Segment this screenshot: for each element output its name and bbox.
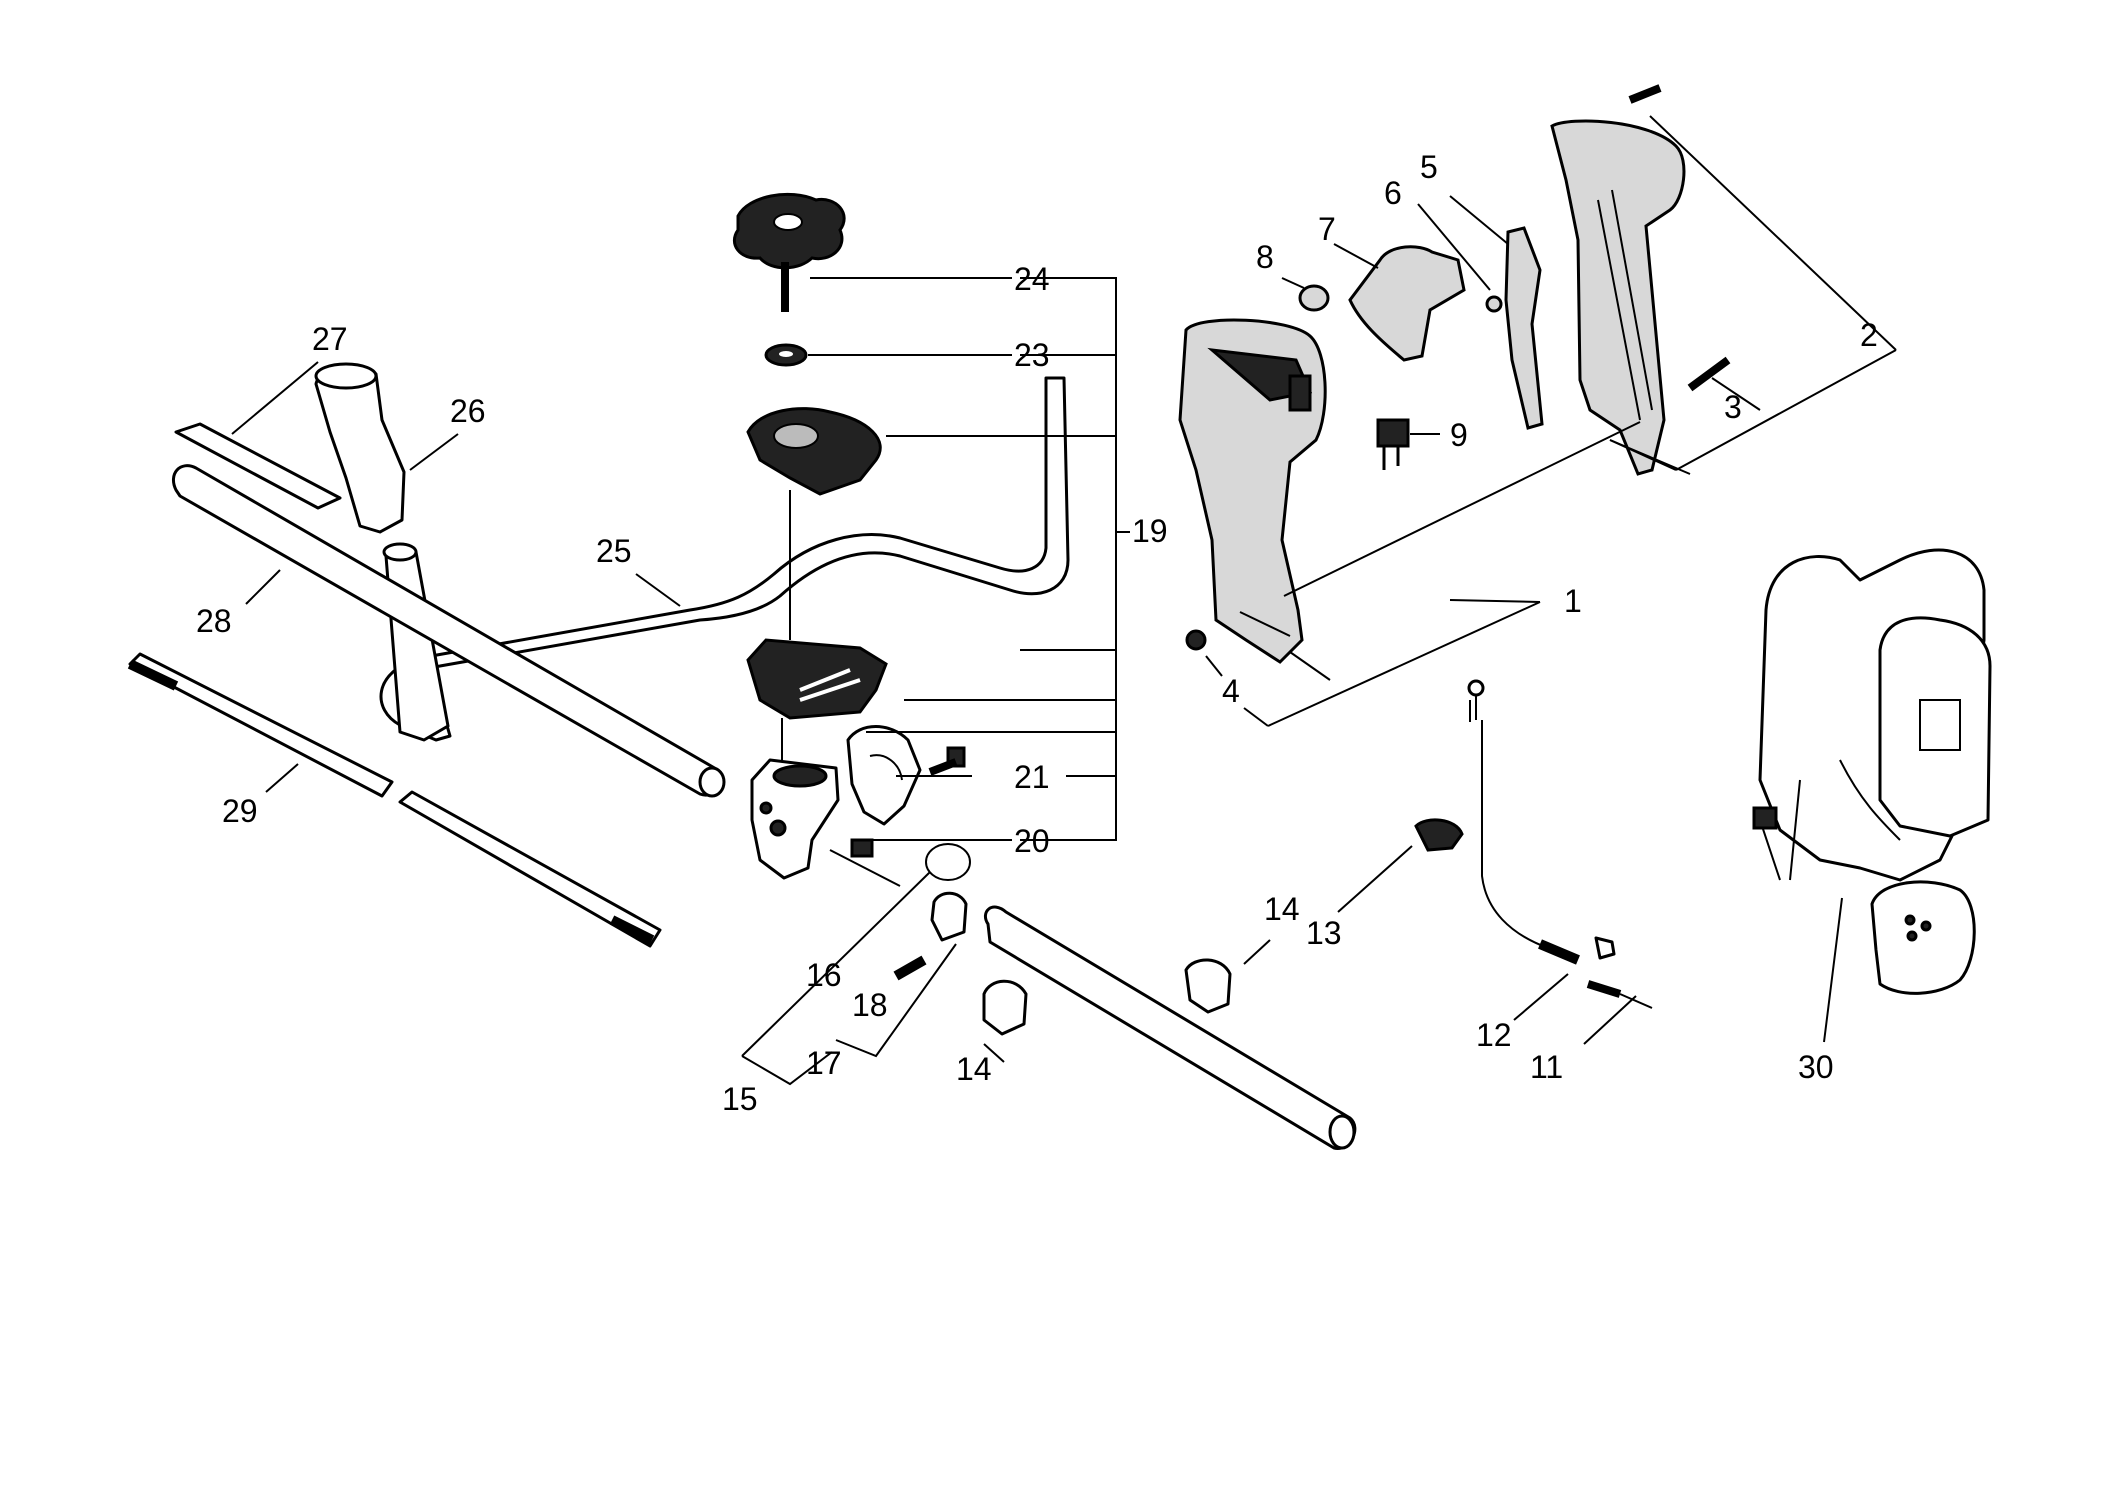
part-2-handle-half <box>1550 84 1686 476</box>
part-3-screw <box>1687 356 1731 392</box>
label-part-15: 15 <box>722 1081 758 1117</box>
label-part-8: 8 <box>1256 239 1274 275</box>
label-part-28: 28 <box>196 603 232 639</box>
part-24-knob <box>732 192 846 312</box>
part-27-strip <box>174 422 342 510</box>
part-5-lever <box>1504 226 1544 430</box>
part-13-clip <box>1414 818 1464 852</box>
label-part-4: 4 <box>1222 673 1240 709</box>
part-30-harness <box>1752 548 1992 995</box>
part-23-washer <box>764 343 808 367</box>
label-part-30: 30 <box>1798 1049 1834 1085</box>
label-part-2: 2 <box>1860 317 1878 353</box>
label-part-23: 23 <box>1014 337 1050 373</box>
part-20-nut <box>850 838 874 858</box>
part-1-handle-half <box>1178 318 1327 664</box>
label-part-9: 9 <box>1450 417 1468 453</box>
part-21-bolt <box>928 746 966 776</box>
label-part-11: 11 <box>1530 1049 1563 1085</box>
label-part-24: 24 <box>1014 261 1050 297</box>
label-part-3: 3 <box>1724 389 1742 425</box>
part-8-spring <box>1298 284 1330 312</box>
part-7-trigger <box>1348 245 1466 362</box>
part-upper-clamp <box>746 407 882 496</box>
part-12-cable <box>1467 679 1616 965</box>
part-11-inner-cable <box>1586 980 1653 1009</box>
part-lower-clamp <box>746 638 888 720</box>
label-part-7: 7 <box>1318 211 1336 247</box>
part-base-block <box>750 758 840 880</box>
label-part-14-upper: 14 <box>1264 891 1300 927</box>
part-14-clamp-lower <box>982 979 1028 1036</box>
label-part-19: 19 <box>1132 513 1168 549</box>
label-part-14-lower: 14 <box>956 1051 992 1087</box>
label-part-27: 27 <box>312 321 348 357</box>
part-9-switch <box>1376 418 1410 470</box>
label-part-21: 21 <box>1014 759 1050 795</box>
part-14-clamp-upper <box>1184 958 1232 1014</box>
label-part-29: 29 <box>222 793 258 829</box>
part-main-tube <box>983 905 1357 1150</box>
part-4-nut <box>1185 629 1207 651</box>
leader-lines <box>231 115 1897 1086</box>
label-part-13: 13 <box>1306 915 1342 951</box>
label-part-5: 5 <box>1420 149 1438 185</box>
label-part-25: 25 <box>596 533 632 569</box>
label-part-6: 6 <box>1384 175 1402 211</box>
label-part-1: 1 <box>1564 583 1582 619</box>
label-part-18: 18 <box>852 987 888 1023</box>
part-25-handle-bar <box>379 376 1070 742</box>
part-18-bolt <box>893 955 927 981</box>
label-part-17: 17 <box>806 1045 842 1081</box>
label-part-16: 16 <box>806 957 842 993</box>
label-part-12: 12 <box>1476 1017 1512 1053</box>
part-16-ring <box>925 843 971 942</box>
part-6-spring <box>1485 295 1503 313</box>
part-labels: 1 2 3 4 5 6 7 8 9 11 12 13 14 14 15 16 1… <box>196 149 1878 1117</box>
part-29-shaft <box>127 652 662 948</box>
part-28-tube <box>172 464 726 798</box>
label-part-26: 26 <box>450 393 486 429</box>
label-part-20: 20 <box>1014 823 1050 859</box>
